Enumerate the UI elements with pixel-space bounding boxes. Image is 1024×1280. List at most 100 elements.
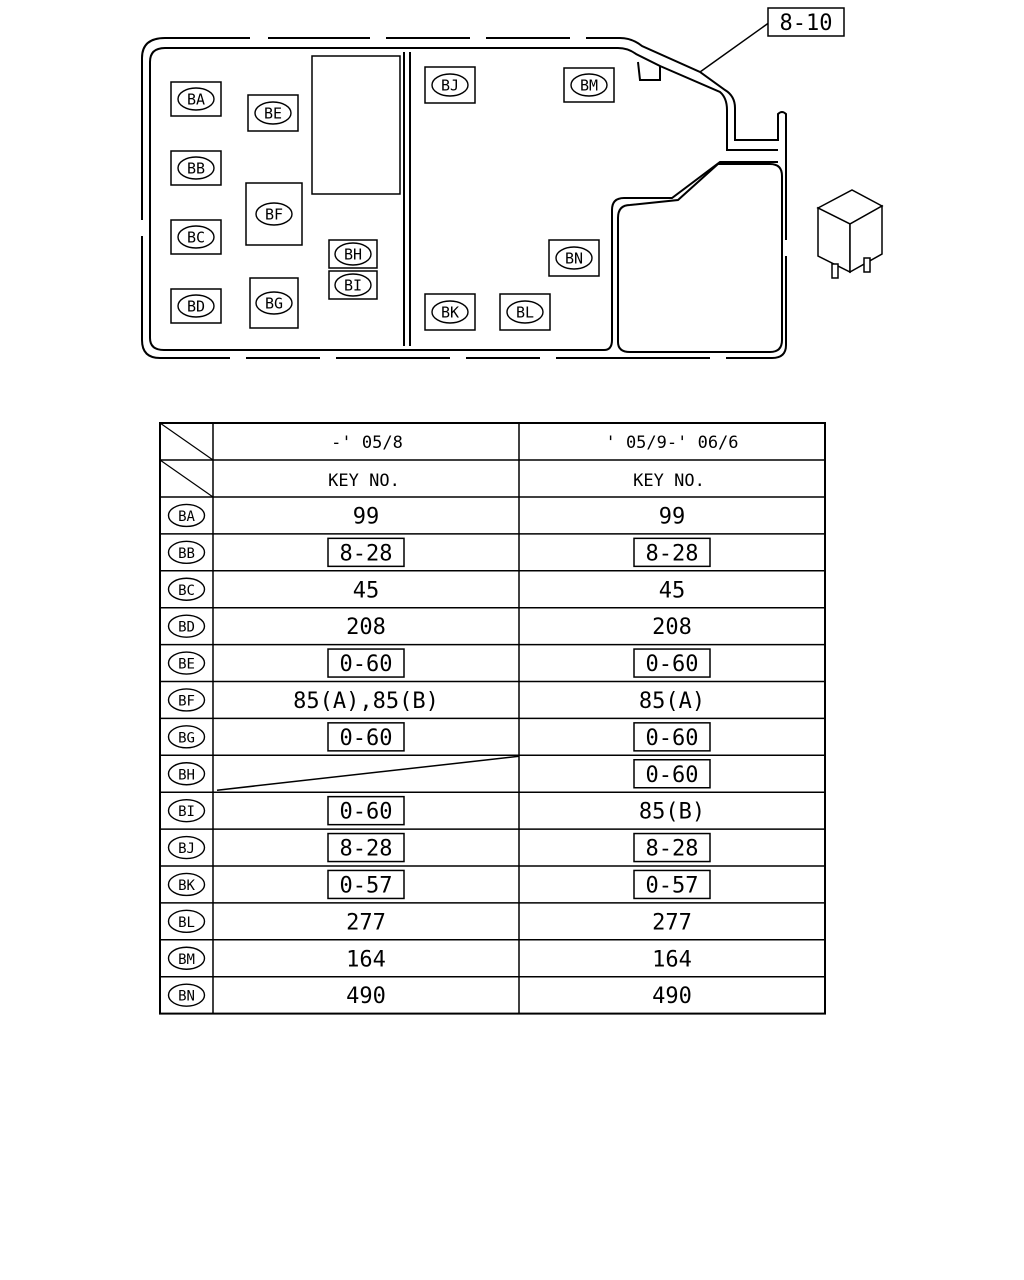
key-number-c1: 277 <box>346 910 386 935</box>
key-number-c2: 45 <box>659 578 686 603</box>
row-code-be-text: BE <box>178 657 195 673</box>
boxed-reference-frame <box>327 869 405 900</box>
position-label-bc-text: BC <box>187 229 205 247</box>
position-label-bk: BK <box>431 300 469 324</box>
boxed-reference-frame <box>633 832 711 863</box>
key-number-c1: 85(A),85(B) <box>293 689 439 714</box>
key-number-c2: 277 <box>652 910 692 935</box>
row-code-bb-oval <box>167 540 206 565</box>
position-box-bc <box>170 219 222 255</box>
position-label-bk-oval <box>431 300 469 324</box>
position-label-bl-text: BL <box>516 304 534 322</box>
position-label-bg-text: BG <box>265 295 283 313</box>
position-label-bg: BG <box>255 291 293 315</box>
row-code-bh: BH <box>167 762 206 786</box>
key-number-c2: 208 <box>652 615 692 640</box>
position-box-bk <box>424 293 476 331</box>
position-label-bn-text: BN <box>565 250 583 268</box>
position-label-ba: BA <box>177 87 215 111</box>
column-subheader-1: KEY NO. <box>328 471 400 491</box>
row-code-bm-oval <box>167 946 206 970</box>
row-code-bg: BG <box>167 725 206 749</box>
position-label-bm: BM <box>570 73 608 97</box>
position-label-bd-oval <box>177 294 215 318</box>
position-label-bi: BI <box>334 273 372 297</box>
row-code-bh-oval <box>167 762 206 786</box>
position-label-ba-oval <box>177 87 215 111</box>
relay-icon <box>816 189 884 279</box>
position-label-bb: BB <box>177 156 215 180</box>
row-code-bd-text: BD <box>178 620 195 636</box>
position-box-bl <box>499 293 551 331</box>
key-number-c2: 8-28 <box>646 541 699 566</box>
row-code-bm-text: BM <box>178 952 195 968</box>
key-number-c2: 490 <box>652 984 692 1009</box>
position-label-bn-oval <box>555 246 593 270</box>
boxed-reference-frame <box>633 648 711 678</box>
key-number-c2: 0-60 <box>646 652 699 677</box>
row-code-bh-text: BH <box>178 767 195 783</box>
row-code-bg-text: BG <box>178 730 195 746</box>
position-label-bf: BF <box>255 202 293 226</box>
position-label-bc-oval <box>177 225 215 249</box>
position-box-ba <box>170 81 222 117</box>
position-label-bm-oval <box>570 73 608 97</box>
key-table-grid <box>159 422 826 1015</box>
position-box-bi <box>328 270 378 300</box>
row-code-bb: BB <box>167 540 206 565</box>
key-number-c2: 8-28 <box>646 837 699 862</box>
position-box-bh <box>328 239 378 269</box>
row-code-bi-text: BI <box>178 804 195 820</box>
row-code-bg-oval <box>167 725 206 749</box>
boxed-reference-frame <box>633 869 711 900</box>
boxed-reference-frame <box>327 648 405 678</box>
row-code-bi-oval <box>167 798 206 823</box>
row-code-bl-text: BL <box>178 915 195 931</box>
position-label-bd: BD <box>177 294 215 318</box>
key-number-c2: 99 <box>659 504 686 529</box>
position-label-bf-text: BF <box>265 206 283 224</box>
key-number-c1: 490 <box>346 984 386 1009</box>
column-header-period-2: ' 05/9-' 06/6 <box>605 433 738 453</box>
header-corner-diagonal <box>159 422 214 461</box>
boxed-reference-frame <box>327 832 405 863</box>
boxed-reference-frame <box>327 537 405 568</box>
position-label-ba-text: BA <box>187 91 205 109</box>
position-label-bn: BN <box>555 246 593 270</box>
row-code-bf-text: BF <box>178 693 195 709</box>
position-label-bk-text: BK <box>441 304 459 322</box>
fuse-box-outline <box>141 37 787 359</box>
row-code-bf: BF <box>167 688 206 712</box>
row-code-bn-oval <box>167 983 206 1007</box>
row-code-bd: BD <box>167 614 206 638</box>
row-code-bm: BM <box>167 946 206 970</box>
position-label-bl: BL <box>506 300 544 324</box>
row-code-bj-oval <box>167 835 206 860</box>
row-code-bc-text: BC <box>178 583 195 599</box>
key-number-c2: 0-57 <box>646 873 699 898</box>
row-code-bj: BJ <box>167 835 206 860</box>
key-number-c1: 0-60 <box>340 800 393 825</box>
position-label-bh-oval <box>334 242 372 266</box>
row-code-bn: BN <box>167 983 206 1007</box>
position-label-bj: BJ <box>431 73 469 97</box>
column-subheader-2: KEY NO. <box>633 471 705 491</box>
position-box-be <box>247 94 299 132</box>
center-divider <box>403 52 411 346</box>
reference-leader-line <box>699 21 771 73</box>
row-code-bc: BC <box>167 577 206 601</box>
row-code-be: BE <box>167 651 206 675</box>
position-label-bd-text: BD <box>187 298 205 316</box>
boxed-reference-frame <box>327 795 405 826</box>
